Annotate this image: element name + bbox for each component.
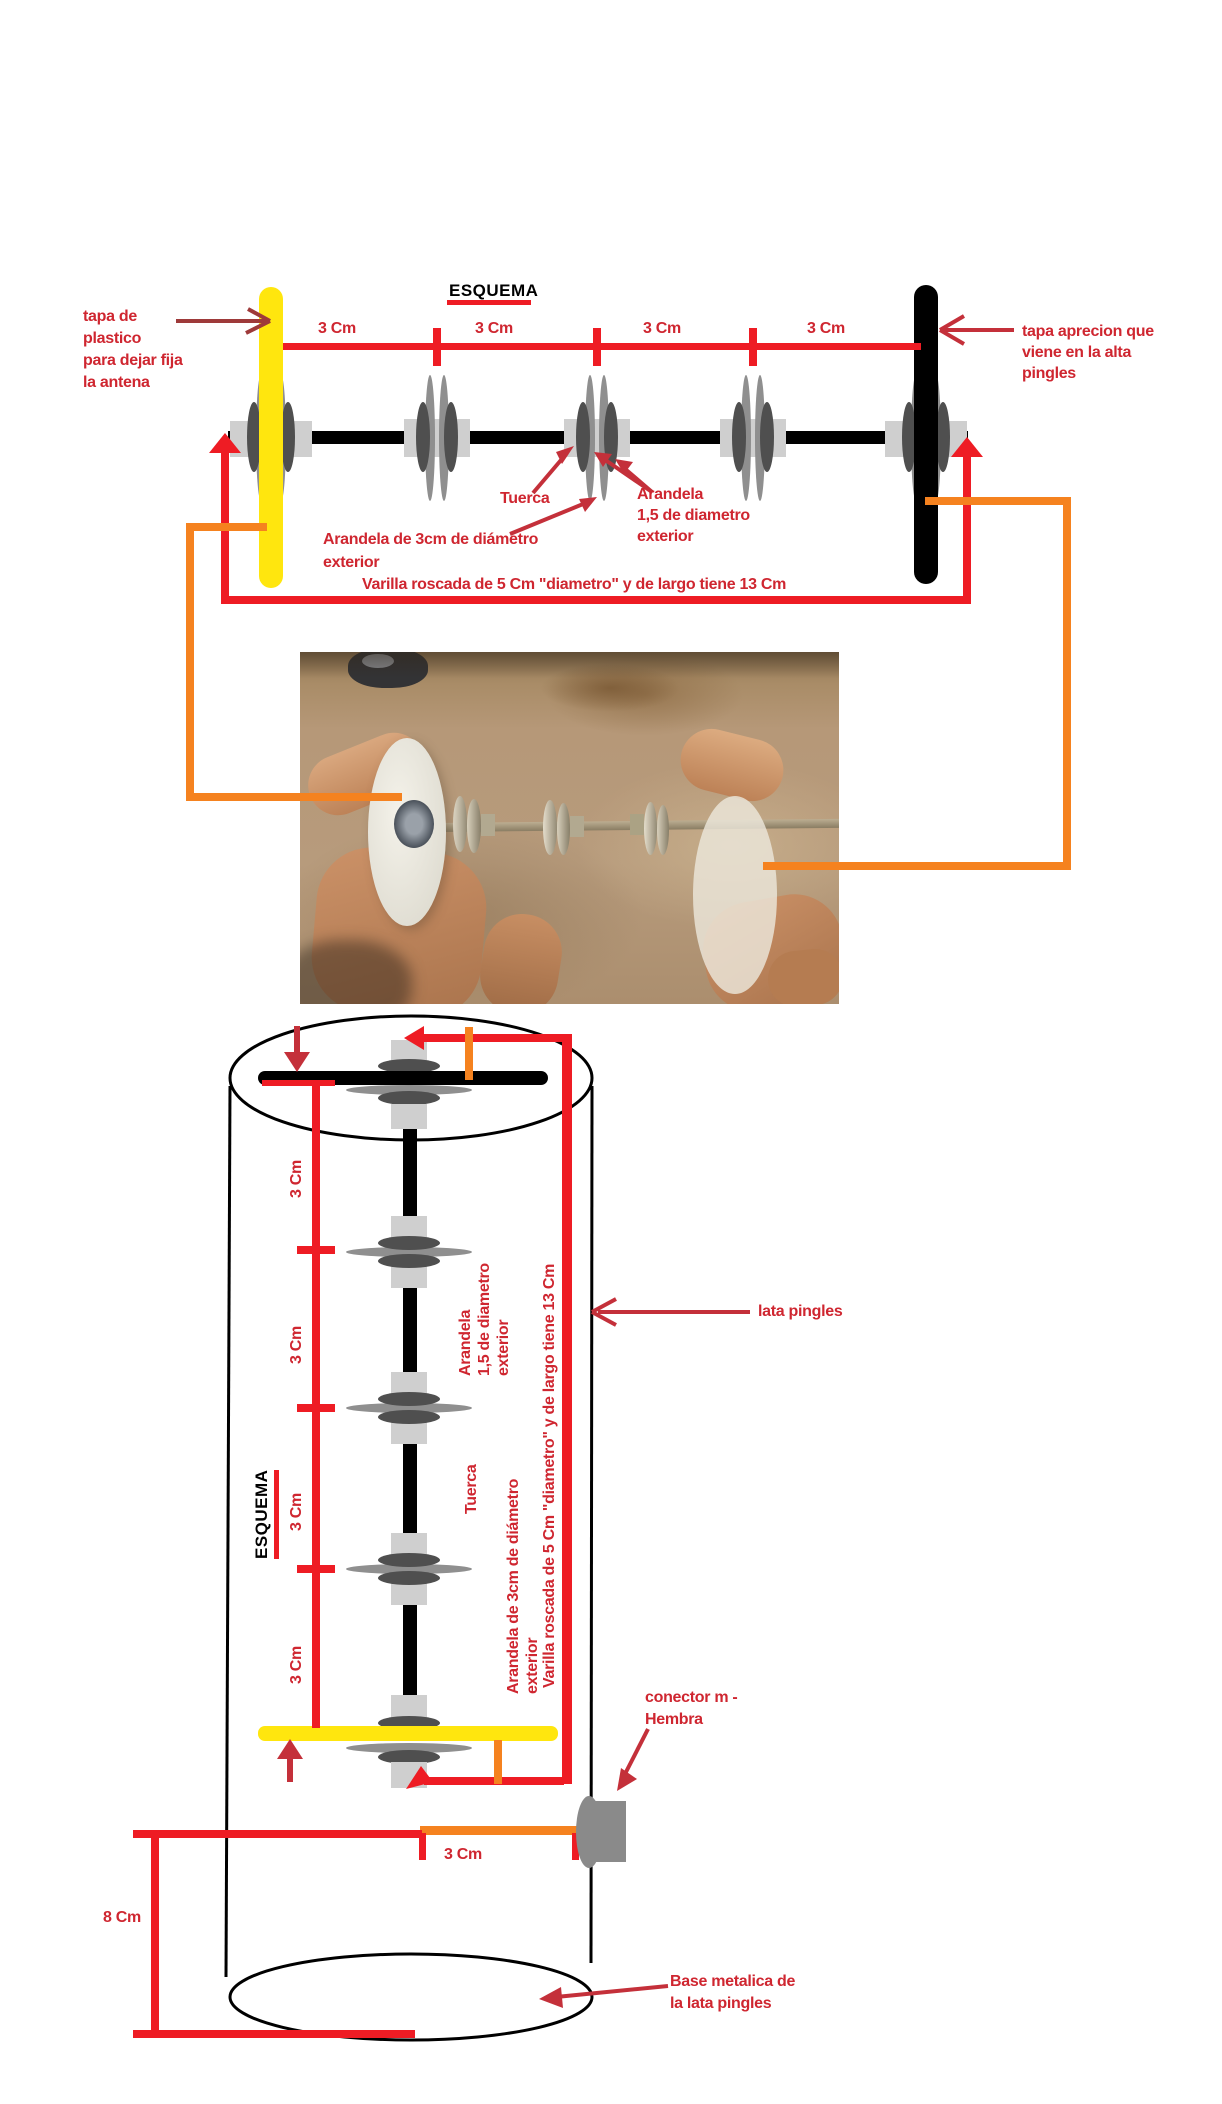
base-metalica-arrow	[539, 1984, 669, 2008]
photo-left-disc-hub	[394, 800, 434, 848]
conector-arrow	[617, 1728, 650, 1791]
washer-station	[720, 375, 786, 501]
washer-station	[564, 375, 630, 501]
n-female-connector	[576, 1796, 626, 1868]
photo-top-vignette	[300, 652, 839, 678]
pressure-cap-black-horizontal	[258, 1071, 548, 1085]
arandela-big-label-vertical: Arandela de 3cm de diámetro exterior	[505, 1478, 541, 1694]
left-cap-arrow	[176, 307, 271, 335]
photo-nut-1	[481, 814, 495, 836]
lata-pingles-label: lata pingles	[758, 1303, 843, 1320]
photo-washer-pair-2b	[557, 803, 570, 855]
right-cap-label: viene en la alta	[1022, 344, 1132, 361]
photo-right-disc	[693, 796, 777, 994]
orange-tick-top	[465, 1027, 473, 1080]
arandela-small-label: Arandela	[637, 486, 704, 503]
yellow-cap-up-arrow	[277, 1739, 303, 1782]
top-title-underline	[447, 300, 531, 305]
orange-tick-bottom	[494, 1740, 502, 1784]
arandela-small-label: 1,5 de diametro	[637, 507, 750, 524]
dim-label-vertical: 3 Cm	[288, 1326, 305, 1364]
varilla-label: Varilla roscada de 5 Cm "diametro" y de …	[362, 576, 787, 593]
threaded-rod-vertical	[403, 1086, 417, 1698]
photo-washer-pair-1a	[453, 796, 467, 852]
photo-washer-pair-1b	[467, 799, 481, 853]
arandela-small-label-vertical: Arandela 1,5 de diametro exterior	[457, 1263, 512, 1376]
conector-label: conector m -	[645, 1689, 738, 1706]
bottom-title: ESQUEMA	[252, 1469, 279, 1559]
plastic-cap-yellow	[259, 287, 283, 588]
black-cap-station-vertical	[258, 1040, 548, 1129]
plastic-cap-yellow-horizontal	[258, 1726, 558, 1741]
washer-station	[404, 375, 470, 501]
base-height-dimension	[133, 1830, 422, 2038]
can-bottom-base	[228, 1952, 594, 2042]
dim-label: 3 Cm	[807, 320, 845, 337]
washer-station-vertical	[346, 1533, 472, 1605]
right-cap-arrow	[938, 314, 1014, 346]
bottom-schematic	[133, 1014, 750, 2042]
left-cap-label: tapa de	[83, 308, 137, 325]
photo-right-thumb	[674, 722, 790, 808]
photo-washer-pair-2a	[543, 800, 557, 855]
photo-washer-pair-3b	[657, 805, 669, 855]
arandela-big-label: Arandela de 3cm de diámetro	[323, 531, 539, 548]
rim-down-arrow	[284, 1026, 310, 1072]
photo-nut-3	[630, 814, 644, 835]
right-cap-label: tapa aprecion que	[1022, 323, 1154, 340]
pressure-cap-black	[914, 285, 938, 584]
top-title: ESQUEMA	[449, 281, 539, 300]
arandela-small-label: exterior	[637, 528, 694, 545]
photo-nut-2	[570, 816, 584, 837]
connector-dim-tick	[572, 1833, 579, 1860]
tuerca-arrow	[531, 446, 574, 495]
yellow-cap-station	[230, 375, 312, 501]
base-height-label: 8 Cm	[103, 1909, 141, 1926]
assembly-photo	[300, 652, 839, 1004]
dim-label: 3 Cm	[475, 320, 513, 337]
arandela-big-label: exterior	[323, 554, 380, 571]
tuerca-label-vertical: Tuerca	[463, 1464, 480, 1514]
dim-label-vertical: 3 Cm	[288, 1160, 305, 1198]
yellow-cap-station-vertical	[258, 1695, 558, 1788]
orange-connector-line	[420, 1826, 578, 1835]
dim-label: 3 Cm	[318, 320, 356, 337]
photo-washer-pair-3a	[644, 802, 657, 855]
left-cap-label: para dejar fija	[83, 352, 183, 369]
threaded-rod	[228, 431, 968, 444]
can-top-rim	[228, 1014, 594, 1142]
dim-label-vertical: 3 Cm	[288, 1493, 305, 1531]
black-cap-station	[885, 375, 967, 501]
can-left-wall	[224, 1085, 232, 1978]
washer-station-vertical	[346, 1372, 472, 1444]
base-metalica-label: Base metalica de	[670, 1973, 796, 1990]
can-right-wall	[589, 1085, 594, 1964]
varilla-label-vertical: Varilla roscada de 5 Cm "diametro" y de …	[541, 1263, 558, 1688]
photo-shadow	[300, 940, 412, 1004]
tuerca-label: Tuerca	[500, 490, 550, 507]
base-metalica-label: la lata pingles	[670, 1995, 772, 2012]
dim-label: 3 Cm	[643, 320, 681, 337]
conector-label: Hembra	[645, 1711, 703, 1728]
left-cap-label: plastico	[83, 330, 142, 347]
left-cap-label: la antena	[83, 374, 150, 391]
lata-pingles-arrow	[591, 1297, 750, 1327]
photo-left-finger	[474, 908, 568, 1004]
connector-dim-label: 3 Cm	[444, 1846, 482, 1863]
right-cap-label: pingles	[1022, 365, 1076, 382]
washer-station-vertical	[346, 1216, 472, 1288]
connector-dim-tick	[419, 1833, 426, 1860]
dim-label-vertical: 3 Cm	[288, 1646, 305, 1684]
